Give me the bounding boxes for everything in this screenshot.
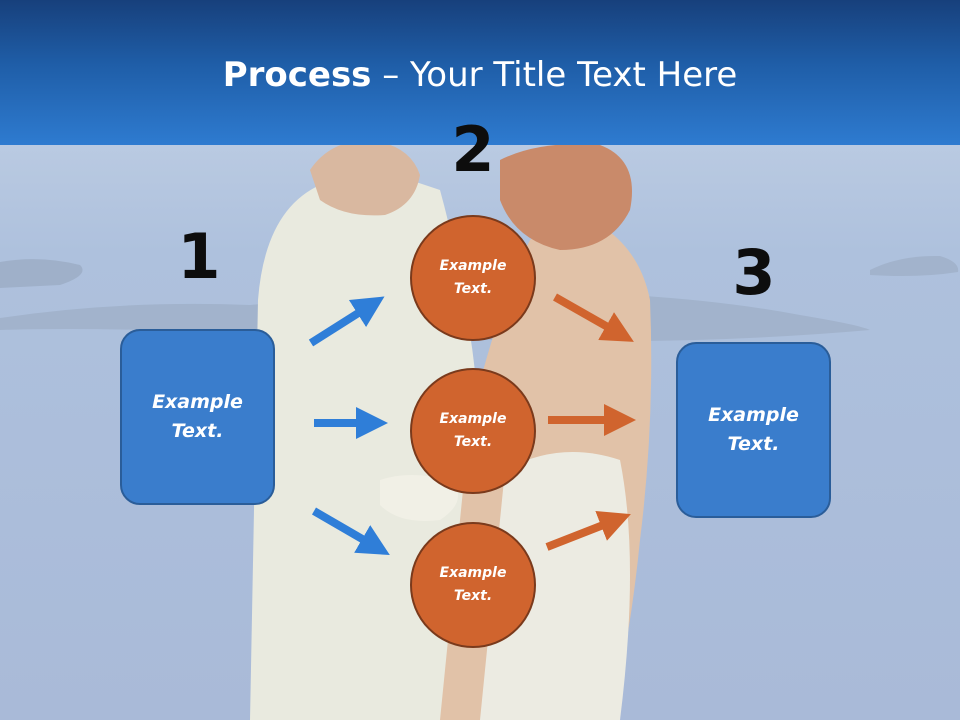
title-rest: – Your Title Text Here [371,55,738,95]
step-3-box: Example Text. [676,342,831,518]
step-3-text: Example Text. [708,404,799,455]
step-2-circle-bottom: Example Text. [410,522,536,648]
step-1-text: Example Text. [152,391,243,442]
step-2-top-text: Example Text. [439,258,507,297]
title-bold: Process [222,55,372,95]
step-number-1: 1 [177,220,221,293]
header-bar [0,0,960,145]
step-2-bottom-text: Example Text. [439,565,507,604]
arrow-1-to-bottom [311,507,390,556]
step-number-2: 2 [451,113,495,186]
step-2-circle-middle: Example Text. [410,368,536,494]
step-2-circle-top: Example Text. [410,215,536,341]
step-number-3: 3 [732,236,776,309]
arrow-top-to-3 [553,293,634,342]
step-2-middle-text: Example Text. [439,411,507,450]
step-1-box: Example Text. [120,329,275,505]
arrow-1-to-top [308,296,385,347]
page-title: Process – Your Title Text Here [0,55,960,95]
arrow-bottom-to-3 [545,510,631,551]
